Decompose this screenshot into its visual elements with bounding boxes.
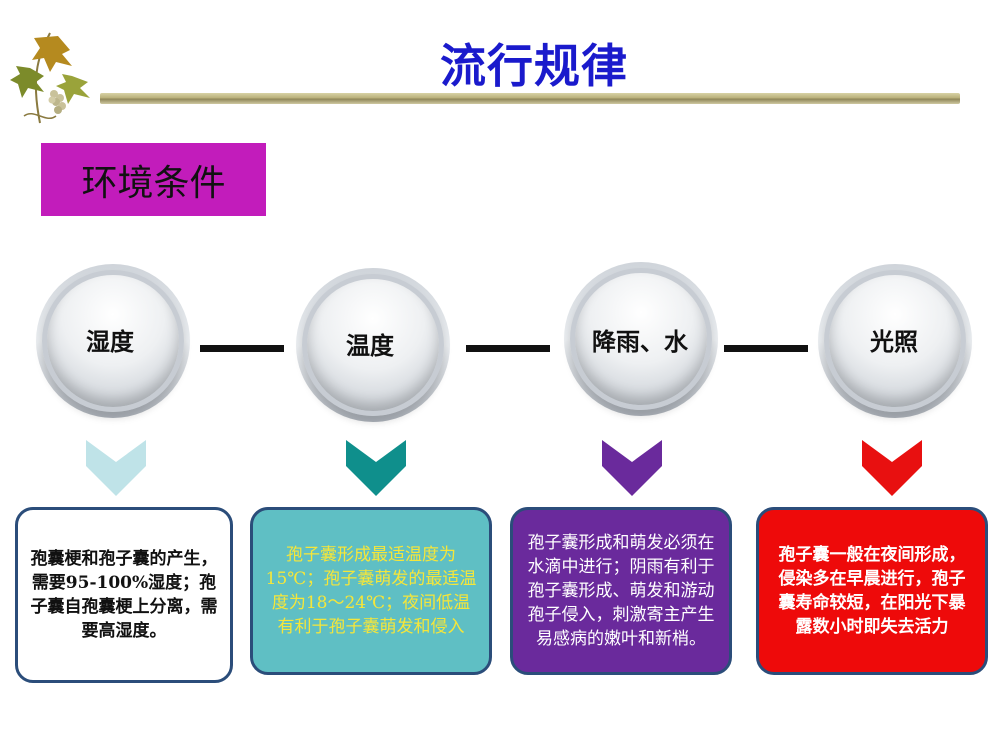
connector-line [466, 345, 550, 352]
factor-circle-temperature [302, 274, 444, 416]
section-label-box: 环境条件 [41, 143, 266, 216]
page-title: 流行规律 [440, 39, 628, 93]
chevron-down-icon [602, 440, 662, 496]
chevron-down-icon [346, 440, 406, 496]
info-card-rain: 孢子囊形成和萌发必须在水滴中进行；阴雨有利于孢子囊形成、萌发和游动孢子侵入，刺激… [510, 507, 732, 675]
card-text-rain: 孢子囊形成和萌发必须在水滴中进行；阴雨有利于孢子囊形成、萌发和游动孢子侵入，刺激… [527, 533, 715, 649]
grape-leaf-ornament [10, 32, 90, 124]
factor-circle-humidity [42, 270, 184, 412]
factor-label-light: 光照 [870, 327, 918, 356]
factor-label-rain: 降雨、水 [592, 327, 688, 356]
factor-label-temperature: 温度 [346, 331, 394, 360]
chevron-down-icon [86, 440, 146, 496]
card-text-temperature: 孢子囊形成最适温度为15℃；孢子囊萌发的最适温度为18～24℃；夜间低温有利于孢… [265, 545, 477, 637]
card-text-humidity: 孢囊梗和孢子囊的产生，需要95-100%湿度；孢子囊自孢囊梗上分离，需要高湿度。 [30, 549, 218, 641]
section-label: 环境条件 [81, 162, 226, 204]
info-card-humidity: 孢囊梗和孢子囊的产生，需要95-100%湿度；孢子囊自孢囊梗上分离，需要高湿度。 [15, 507, 233, 683]
factor-circle-rain [570, 268, 712, 410]
info-card-light: 孢子囊一般在夜间形成，侵染多在早晨进行，孢子囊寿命较短，在阳光下暴露数小时即失去… [756, 507, 988, 675]
info-card-temperature: 孢子囊形成最适温度为15℃；孢子囊萌发的最适温度为18～24℃；夜间低温有利于孢… [250, 507, 492, 675]
connector-line [200, 345, 284, 352]
connector-line [724, 345, 808, 352]
chevron-down-icon [862, 440, 922, 496]
card-text-light: 孢子囊一般在夜间形成，侵染多在早晨进行，孢子囊寿命较短，在阳光下暴露数小时即失去… [778, 545, 966, 637]
title-underline [100, 93, 960, 104]
factor-label-humidity: 湿度 [86, 327, 134, 356]
factor-circle-light [824, 270, 966, 412]
